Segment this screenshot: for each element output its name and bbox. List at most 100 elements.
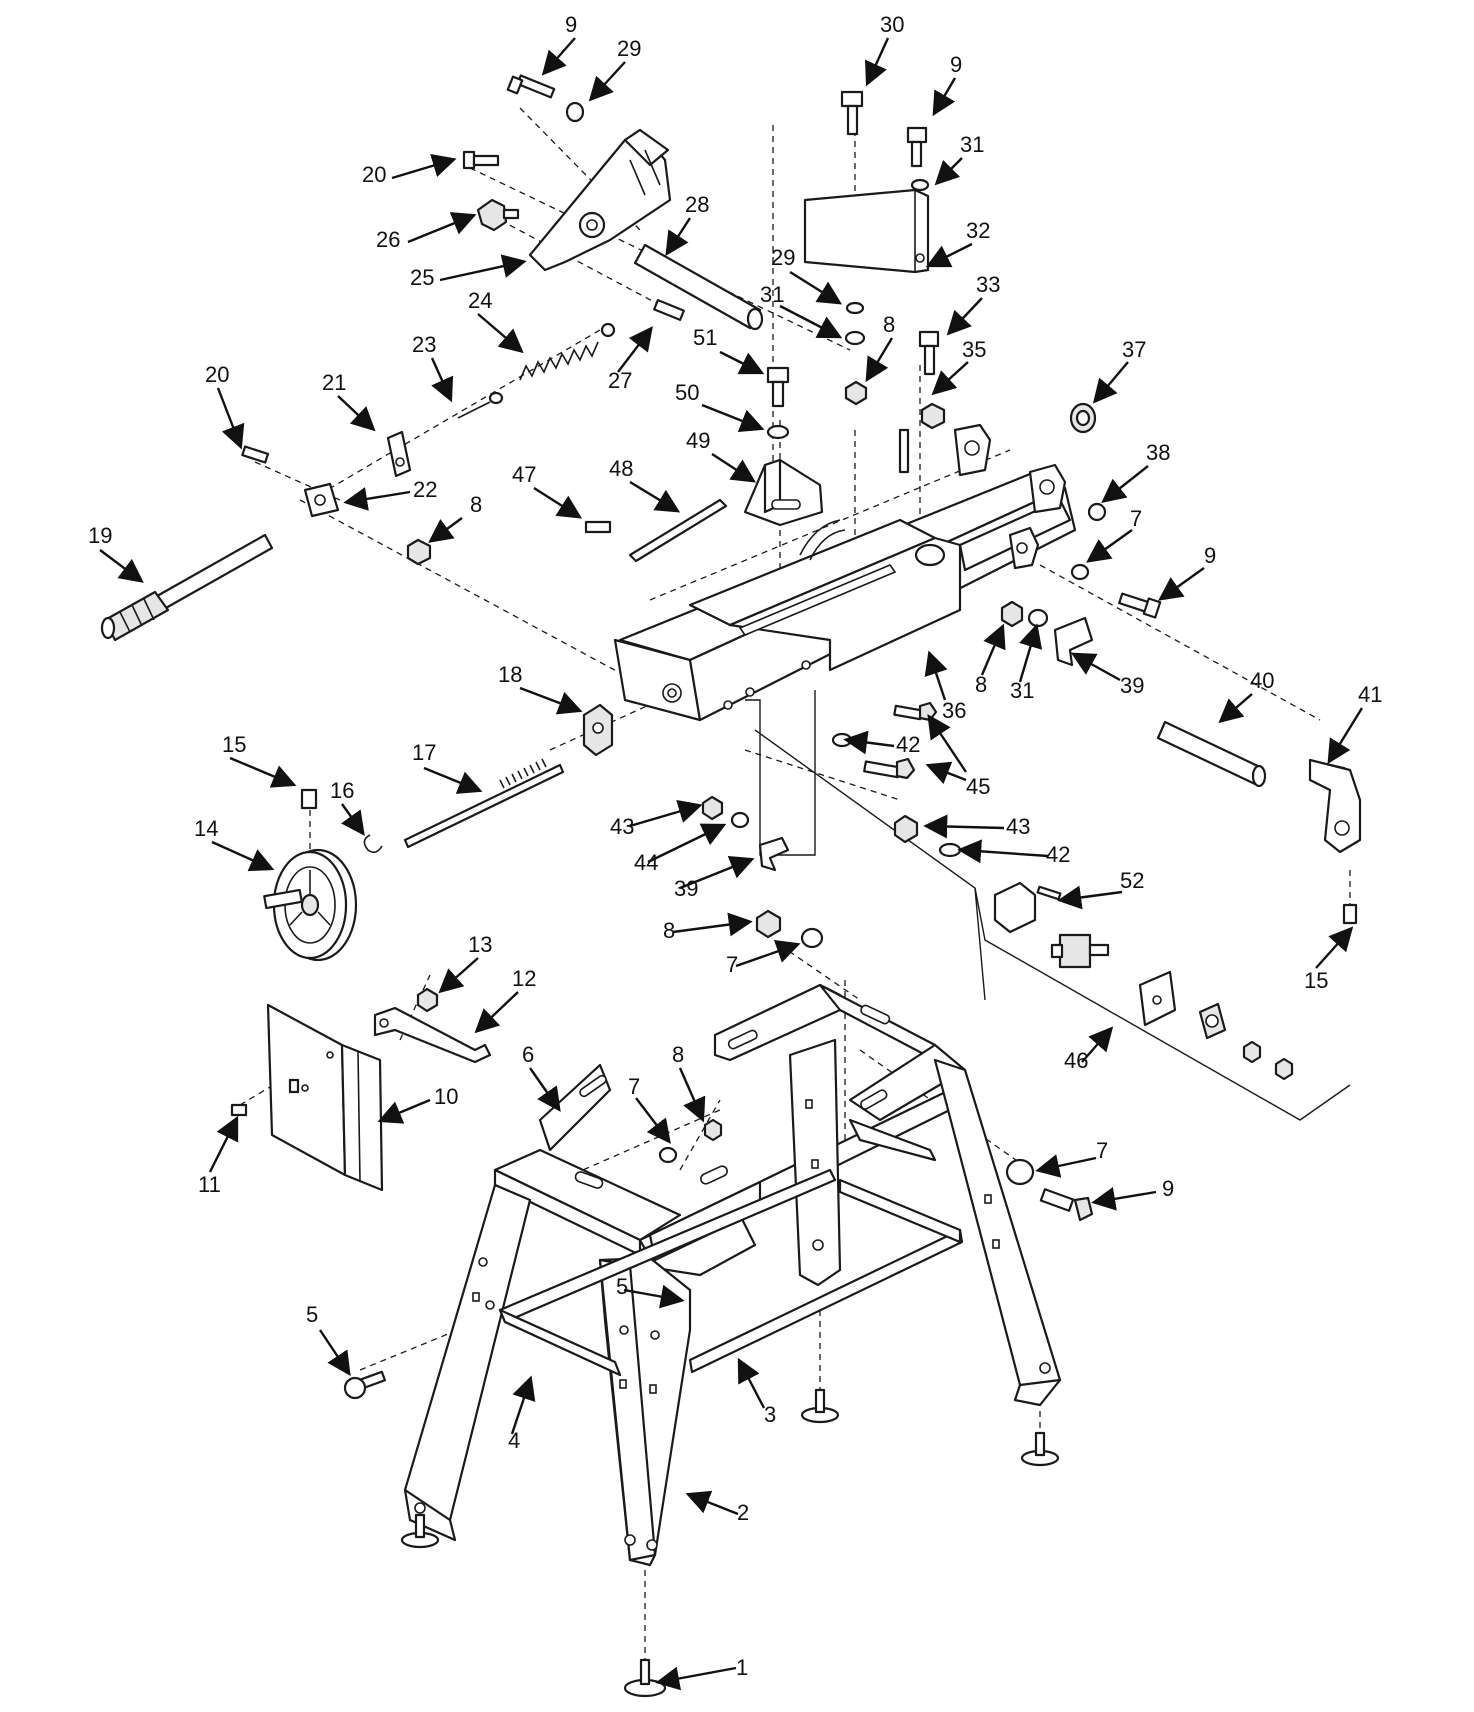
leader-arrow: [510, 1375, 536, 1435]
bracket-12: [373, 1006, 492, 1064]
bolt-9-leg: [1039, 1188, 1094, 1222]
leader-arrow: [701, 403, 765, 433]
leader-arrow: [678, 1067, 706, 1123]
leader-arrow: [865, 337, 894, 383]
callout-41: 41: [1358, 682, 1382, 707]
callout-36: 36: [942, 698, 966, 723]
leader-arrow: [438, 957, 479, 994]
leader-arrow: [519, 686, 583, 715]
callout-39-a: 39: [1120, 673, 1144, 698]
leader-arrow: [629, 799, 703, 828]
rod-28: [633, 243, 764, 331]
leader-arrow: [1057, 885, 1123, 910]
callout-labels: 9 29 30 9 31 20 26 25 28 32 29 33 31 8 2…: [88, 12, 1382, 1680]
leader-arrow: [319, 1329, 351, 1376]
callout-42-b: 42: [1046, 842, 1070, 867]
leader-arrow: [735, 940, 801, 968]
leader-arrow: [719, 350, 765, 375]
leader-arrow: [1086, 529, 1133, 563]
leader-arrow: [635, 1097, 671, 1144]
washer-7-bracket: [658, 1146, 678, 1164]
callout-26: 26: [376, 227, 400, 252]
washer-50: [766, 424, 790, 440]
leader-arrow: [533, 486, 583, 519]
callout-28: 28: [685, 192, 709, 217]
setscrew-15-right: [1342, 903, 1358, 925]
callout-23: 23: [412, 332, 436, 357]
callout-8-a: 8: [883, 312, 895, 337]
washer-29: [565, 101, 585, 123]
foot-1: [623, 1658, 667, 1698]
nut-8-stand: [755, 909, 782, 939]
callout-39-b: 39: [674, 876, 698, 901]
screw-20-left: [241, 445, 270, 464]
callout-9-d: 9: [1162, 1176, 1174, 1201]
callout-8-c: 8: [975, 672, 987, 697]
leader-arrow: [779, 304, 843, 339]
bracket-25: [528, 128, 672, 272]
leader-arrow: [377, 1098, 431, 1124]
leader-arrow: [932, 77, 957, 117]
callout-42-a: 42: [896, 732, 920, 757]
nut-8-right: [1000, 600, 1024, 628]
leader-arrow: [428, 517, 463, 543]
leader-arrow: [843, 730, 895, 755]
callout-1: 1: [736, 1655, 748, 1680]
eyebolt-23: [457, 391, 504, 419]
leader-arrow: [672, 912, 753, 937]
callout-15-b: 15: [1304, 968, 1328, 993]
foot-center: [800, 1388, 840, 1424]
callout-20-b: 20: [205, 362, 229, 387]
leader-arrow: [1091, 1187, 1157, 1211]
washer-29-b: [845, 301, 865, 315]
washer-7-right: [1070, 563, 1090, 581]
bolt-9-right: [1118, 592, 1162, 619]
bolt-9-top: [506, 74, 556, 99]
callout-20-a: 20: [362, 162, 386, 187]
callout-33: 33: [976, 272, 1000, 297]
leader-arrow: [1035, 1154, 1097, 1178]
callout-9-a: 9: [565, 12, 577, 37]
callout-29-b: 29: [771, 245, 795, 270]
callout-8-d: 8: [663, 918, 675, 943]
leader-arrow: [679, 855, 755, 890]
callout-29-a: 29: [617, 36, 641, 61]
pin-27: [653, 299, 685, 321]
callout-25: 25: [410, 265, 434, 290]
leader-arrow: [1081, 1026, 1114, 1063]
leader-arrow: [229, 756, 297, 788]
bolt-45-b: [863, 757, 916, 780]
callout-8-b: 8: [470, 492, 482, 517]
cap-38: [1087, 502, 1107, 522]
washer-7-leg: [1005, 1158, 1035, 1186]
callout-30: 30: [880, 12, 904, 37]
leadscrew-17: [403, 758, 565, 849]
lever-41: [1308, 758, 1362, 854]
callout-13: 13: [468, 932, 492, 957]
leader-arrow: [655, 1666, 737, 1691]
callout-27: 27: [608, 368, 632, 393]
leader-arrow: [980, 623, 1006, 676]
table-body-36: [613, 423, 1077, 722]
setscrew-15-left: [300, 788, 318, 810]
callout-8-e: 8: [672, 1042, 684, 1067]
leader-arrow: [1327, 707, 1364, 765]
washer-42-b: [938, 842, 962, 858]
plate-21: [386, 430, 412, 478]
leader-arrow: [211, 840, 275, 872]
leader-arrow: [391, 154, 457, 180]
leader-arrow: [1218, 693, 1253, 724]
handle-19: [100, 533, 274, 642]
switch-assembly-46: [993, 881, 1294, 1081]
bolt-20-top: [462, 150, 500, 170]
callout-17: 17: [412, 740, 436, 765]
callout-44: 44: [634, 850, 658, 875]
bolt-45-a: [893, 701, 938, 722]
bolt-5: [343, 1370, 387, 1400]
foot-left: [400, 1513, 440, 1549]
leader-arrow: [1158, 567, 1205, 601]
callout-50: 50: [675, 380, 699, 405]
callout-35: 35: [962, 337, 986, 362]
callout-14: 14: [194, 816, 218, 841]
knob-26: [476, 198, 520, 232]
